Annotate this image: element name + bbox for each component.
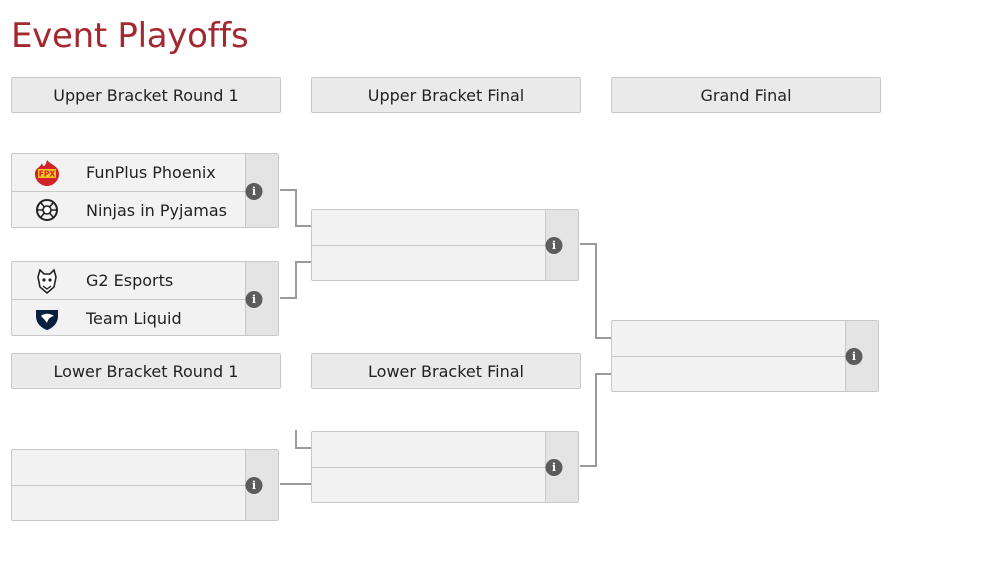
match-lower-round1[interactable]: i bbox=[11, 449, 279, 521]
match-upper-round1-1[interactable]: FPX FunPlus Phoenix Ninjas in Pyjamas i bbox=[11, 153, 279, 228]
match-slot-team2[interactable] bbox=[312, 246, 548, 281]
round-header-lower-bracket-round-1: Lower Bracket Round 1 bbox=[11, 353, 281, 389]
match-slot-team2[interactable]: Ninjas in Pyjamas bbox=[12, 192, 248, 228]
connector-line bbox=[280, 189, 311, 227]
match-slot-team2[interactable]: Team Liquid bbox=[12, 300, 248, 336]
round-label: Upper Bracket Round 1 bbox=[53, 85, 239, 105]
match-grand-final[interactable]: i bbox=[611, 320, 879, 392]
info-icon[interactable]: i bbox=[545, 237, 563, 254]
info-icon[interactable]: i bbox=[545, 459, 563, 476]
info-icon[interactable]: i bbox=[845, 348, 863, 365]
info-icon[interactable]: i bbox=[245, 291, 263, 308]
match-lower-final[interactable]: i bbox=[311, 431, 579, 503]
nip-logo-icon bbox=[30, 195, 64, 225]
slot-divider bbox=[12, 191, 278, 192]
team-name: FunPlus Phoenix bbox=[86, 163, 216, 182]
match-slot-team2[interactable] bbox=[12, 486, 248, 521]
round-header-upper-bracket-round-1: Upper Bracket Round 1 bbox=[11, 77, 281, 113]
round-header-grand-final: Grand Final bbox=[611, 77, 881, 113]
round-header-lower-bracket-final: Lower Bracket Final bbox=[311, 353, 581, 389]
g2-logo-icon bbox=[30, 266, 64, 296]
round-label: Lower Bracket Final bbox=[368, 361, 524, 381]
team-name: Team Liquid bbox=[86, 308, 182, 328]
match-slot-team1[interactable] bbox=[312, 432, 548, 467]
team-name: Ninjas in Pyjamas bbox=[86, 200, 227, 220]
team-name: G2 Esports bbox=[86, 271, 174, 290]
slot-divider bbox=[612, 356, 878, 357]
connector-line bbox=[580, 243, 611, 339]
info-icon[interactable]: i bbox=[245, 477, 263, 494]
connector-line bbox=[580, 373, 611, 467]
info-icon[interactable]: i bbox=[245, 183, 263, 200]
page-title: Event Playoffs bbox=[11, 16, 249, 56]
connector-line bbox=[295, 430, 311, 449]
connector-line bbox=[280, 261, 311, 299]
round-label: Grand Final bbox=[700, 85, 792, 105]
match-slot-team2[interactable] bbox=[612, 357, 848, 392]
match-slot-team1[interactable] bbox=[612, 321, 848, 356]
match-slot-team1[interactable] bbox=[312, 210, 548, 245]
fpx-logo-icon: FPX bbox=[30, 158, 64, 188]
slot-divider bbox=[312, 245, 578, 246]
match-slot-team1[interactable] bbox=[12, 450, 248, 485]
match-slot-team1[interactable]: FPX FunPlus Phoenix bbox=[12, 154, 248, 191]
round-label: Lower Bracket Round 1 bbox=[53, 361, 239, 381]
match-upper-final[interactable]: i bbox=[311, 209, 579, 281]
match-slot-team2[interactable] bbox=[312, 468, 548, 503]
round-header-upper-bracket-final: Upper Bracket Final bbox=[311, 77, 581, 113]
match-slot-team1[interactable]: G2 Esports bbox=[12, 262, 248, 299]
slot-divider bbox=[12, 299, 278, 300]
slot-divider bbox=[312, 467, 578, 468]
svg-text:FPX: FPX bbox=[39, 169, 56, 178]
match-upper-round1-2[interactable]: G2 Esports Team Liquid i bbox=[11, 261, 279, 336]
liquid-logo-icon bbox=[30, 303, 64, 333]
round-label: Upper Bracket Final bbox=[367, 85, 525, 105]
slot-divider bbox=[12, 485, 278, 486]
